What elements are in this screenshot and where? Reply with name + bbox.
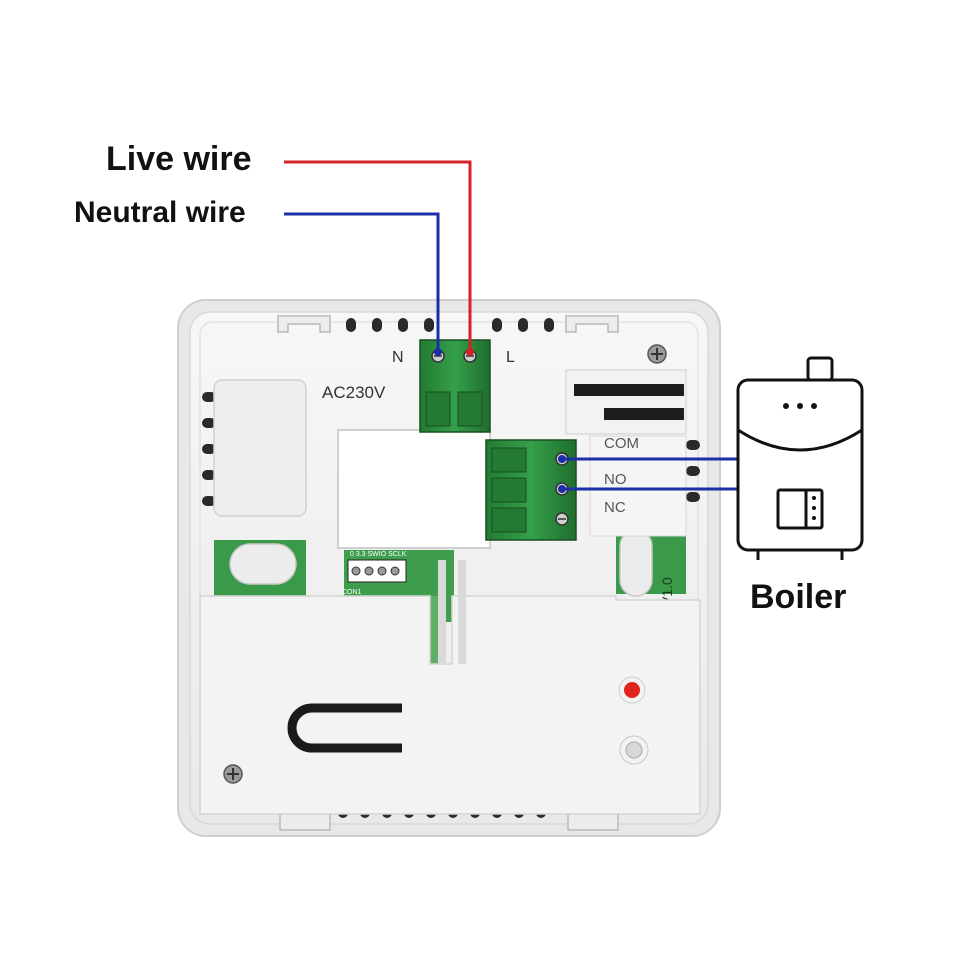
vent-slot xyxy=(686,440,700,450)
mounting-slot-left xyxy=(229,543,297,585)
vent-slot xyxy=(686,466,700,476)
cover-slot xyxy=(438,560,446,664)
led-white-icon xyxy=(619,735,649,765)
power-terminal-block xyxy=(419,339,491,433)
vent-slot xyxy=(518,318,528,332)
led-red-icon xyxy=(618,676,646,704)
relay-housing xyxy=(565,369,687,537)
cover-slot-2 xyxy=(458,560,466,664)
connector-label: CON1 xyxy=(342,589,362,596)
vent-slot xyxy=(398,318,408,332)
live-wire-line xyxy=(284,160,472,352)
vent-slot xyxy=(544,318,554,332)
vent-slot xyxy=(424,318,434,332)
boiler-label: Boiler xyxy=(750,578,847,616)
screw-icon xyxy=(647,344,667,364)
neutral-wire-label: Neutral wire xyxy=(74,196,246,229)
vent-slot xyxy=(202,470,216,480)
neutral-terminal-label: N xyxy=(392,349,404,366)
voltage-label: AC230V xyxy=(322,383,386,402)
vent-slot xyxy=(202,392,216,402)
vent-slot xyxy=(372,318,382,332)
lower-cover xyxy=(199,595,701,815)
com-label: COM xyxy=(604,435,639,452)
center-opening xyxy=(337,429,491,549)
live-wire-label: Live wire xyxy=(106,140,252,178)
vent-slot xyxy=(202,444,216,454)
version-label: V1.0 xyxy=(659,577,675,606)
nc-label: NC xyxy=(604,499,626,516)
mounting-boss xyxy=(213,379,307,517)
vent-slot xyxy=(492,318,502,332)
mounting-slot-right xyxy=(619,529,653,597)
screw-icon xyxy=(223,764,243,784)
boiler-icon xyxy=(736,356,864,560)
vent-slot xyxy=(202,496,216,506)
top-clips xyxy=(277,315,619,333)
no-label: NO xyxy=(604,471,627,488)
neutral-wire-endpoint xyxy=(434,348,442,356)
u-slot xyxy=(287,703,402,753)
vent-slot xyxy=(686,492,700,502)
no-wire-endpoint xyxy=(558,485,566,493)
live-wire-endpoint xyxy=(466,348,474,356)
neutral-wire-line xyxy=(284,212,440,352)
vent-slot xyxy=(346,318,356,332)
vent-slot xyxy=(202,418,216,428)
com-wire-endpoint xyxy=(558,455,566,463)
top-vents xyxy=(346,318,554,332)
live-terminal-label: L xyxy=(506,349,515,366)
header-pins-label: 0 3.3 SWIO SCLK xyxy=(350,551,407,558)
